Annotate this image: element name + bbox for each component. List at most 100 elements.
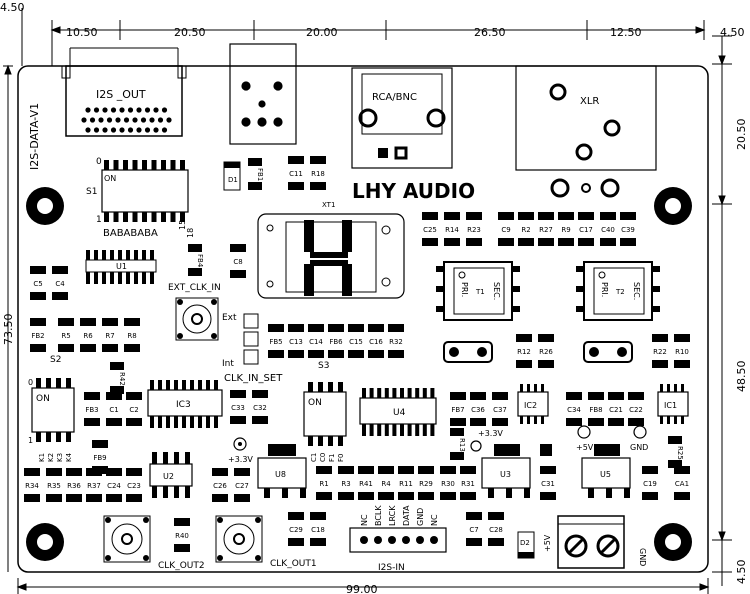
dim-top-1: 10.50 xyxy=(66,26,98,39)
s1-one: 1 xyxy=(96,215,102,225)
s1-zero: 0 xyxy=(96,157,102,167)
part-label-r1: R1 xyxy=(319,480,328,488)
clk-in-jumper: Ext Int CLK_IN_SET xyxy=(222,313,283,384)
part-label-c29: C29 xyxy=(289,526,303,534)
part-c21: C21 xyxy=(608,392,624,426)
u3-label: U3 xyxy=(500,470,511,479)
part-r26: R26 xyxy=(538,334,554,368)
s3-label: S3 xyxy=(318,361,329,371)
s3-pin-c1: C1 xyxy=(310,453,318,462)
part-label-r13: R13 xyxy=(458,438,466,452)
t2-label: T2 xyxy=(615,288,625,296)
clk-out2-connector: CLK_OUT2 xyxy=(103,515,205,571)
part-label-r41: R41 xyxy=(359,480,373,488)
i2s-out-label: I2S _OUT xyxy=(96,88,146,101)
part-r4: R4 xyxy=(378,466,394,500)
s1-pins xyxy=(104,160,185,222)
clk-out2-label: CLK_OUT2 xyxy=(158,561,205,571)
part-label-fb1: FB1 xyxy=(256,168,264,181)
dim-bottom: 99.00 xyxy=(346,583,378,594)
part-r32: R32 xyxy=(388,324,404,358)
part-label-c21: C21 xyxy=(609,406,623,414)
part-c33: C33 xyxy=(230,390,246,424)
ic-ic3: IC3 xyxy=(147,389,223,417)
part-r6: R6 xyxy=(80,318,96,352)
dim-top-2: 20.50 xyxy=(174,26,206,39)
part-label-r31: R31 xyxy=(461,480,475,488)
part-fb8: FB8 xyxy=(588,392,604,426)
part-c36: C36 xyxy=(470,392,486,426)
part-c19: C19 xyxy=(642,466,658,500)
ic-pin-rows xyxy=(36,378,684,498)
part-c5: C5 xyxy=(30,266,46,300)
ic-u4: U4 xyxy=(359,397,437,425)
part-fb3: FB3 xyxy=(84,392,100,426)
dim-left: 73.50 xyxy=(2,314,15,346)
part-label-c39: C39 xyxy=(621,226,635,234)
part-c4: C4 xyxy=(52,266,68,300)
oscillator-xt1: XT1 xyxy=(257,201,405,299)
u4-label: U4 xyxy=(393,408,406,418)
part-label-r12: R12 xyxy=(517,348,531,356)
part-label-c31: C31 xyxy=(541,480,555,488)
part-label-r8: R8 xyxy=(127,332,136,340)
part-label-c24: C24 xyxy=(107,482,121,490)
part-fb2: FB2 xyxy=(30,318,46,352)
tp-3v3-a: +3.3V xyxy=(228,455,253,464)
part-r23: R23 xyxy=(466,212,482,246)
part-label-c36: C36 xyxy=(471,406,485,414)
part-label-r23: R23 xyxy=(467,226,481,234)
part-label-r27: R27 xyxy=(539,226,553,234)
ic-u3: U3 xyxy=(481,444,531,489)
part-label-c8: C8 xyxy=(233,258,242,266)
part-fb7: FB7 xyxy=(450,392,466,426)
part-label-c25: C25 xyxy=(423,226,437,234)
part-label-c1: C1 xyxy=(109,406,118,414)
part-label-c40: C40 xyxy=(601,226,615,234)
s3-pin-f0: F0 xyxy=(337,454,345,462)
clk-out1-connector: CLK_OUT1 xyxy=(215,515,317,569)
part-label-fb5: FB5 xyxy=(269,338,282,346)
part-c23: C23 xyxy=(126,468,142,502)
part-r25: R25 xyxy=(668,436,684,468)
part-c22: C22 xyxy=(628,392,644,426)
u1-label: U1 xyxy=(116,262,127,271)
s2-pin-k1: K1 xyxy=(38,453,46,462)
part-label-r34: R34 xyxy=(25,482,39,490)
ic-ic1: IC1 xyxy=(657,391,689,417)
s3-pin-f1: F1 xyxy=(328,454,336,462)
ic-u2: U2 xyxy=(149,463,193,487)
part-label-r11: R11 xyxy=(399,480,413,488)
part-r11: R11 xyxy=(398,466,414,500)
part-c40: C40 xyxy=(600,212,616,246)
part-r41: R41 xyxy=(358,466,374,500)
part-label-c26: C26 xyxy=(213,482,227,490)
tp-gnd: GND xyxy=(630,443,648,452)
dim-right-upper: 20.50 xyxy=(735,119,748,151)
part-c29: C29 xyxy=(288,512,304,546)
diode-d2: D2 +5V xyxy=(517,531,552,559)
part-label-r3: R3 xyxy=(341,480,350,488)
part-fb4: FB4 xyxy=(188,244,204,276)
int-label: Int xyxy=(222,359,234,369)
s3-on: ON xyxy=(308,398,322,408)
part-c9: C9 xyxy=(498,212,514,246)
dimension-lines xyxy=(3,8,732,594)
part-c37: C37 xyxy=(492,392,508,426)
part-label-c27: C27 xyxy=(235,482,249,490)
part-c17: C17 xyxy=(578,212,594,246)
s1-on: ON xyxy=(104,174,116,183)
s2-label: S2 xyxy=(50,355,61,365)
dim-top-corner-left: 4.50 xyxy=(0,1,25,14)
part-label-c13: C13 xyxy=(289,338,303,346)
part-c7: C7 xyxy=(466,512,482,546)
part-label-c37: C37 xyxy=(493,406,507,414)
part-c1: C1 xyxy=(106,392,122,426)
switch-s1: S1 0 1 ON BABABABA 18 15 xyxy=(86,157,195,239)
board-outline xyxy=(17,65,709,573)
part-label-r7: R7 xyxy=(105,332,114,340)
part-label-fb9: FB9 xyxy=(93,454,106,462)
i2s-in-pin-3: LRCK xyxy=(388,505,397,526)
part-c15: C15 xyxy=(348,324,364,358)
part-label-fb7: FB7 xyxy=(451,406,464,414)
